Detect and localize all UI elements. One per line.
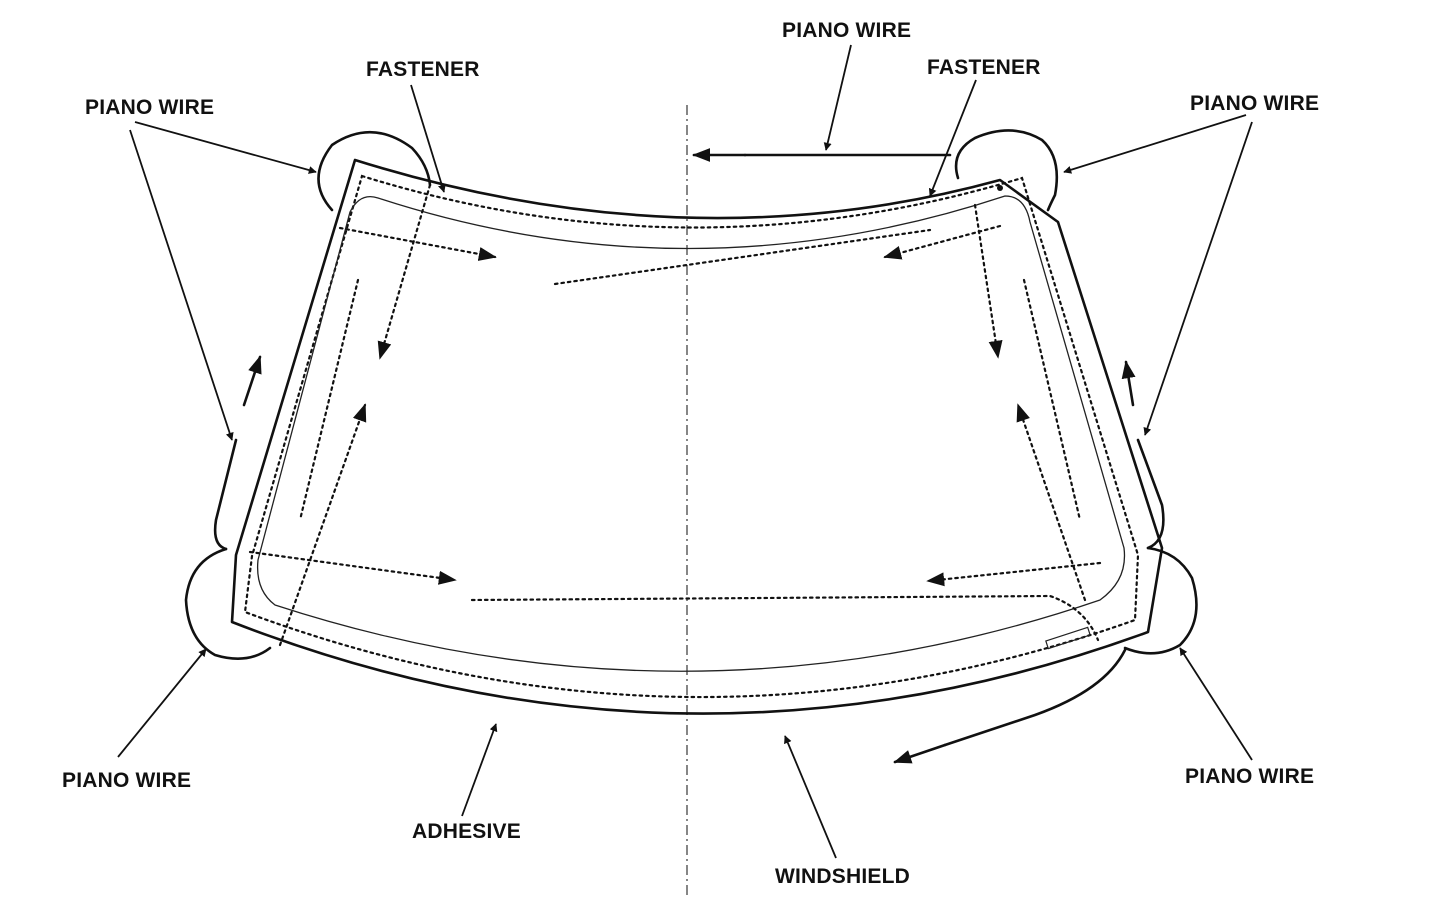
wire-path-lower-right [926, 561, 1102, 587]
windshield-inner-border [256, 195, 1126, 672]
label-piano-wire-upper-left: PIANO WIRE [85, 96, 214, 119]
piano-wire-right-arrow [1121, 360, 1136, 407]
wire-path-right-down [973, 203, 1003, 359]
leader-piano-wire-lower-left [117, 648, 207, 758]
wire-path-lower-left [248, 550, 457, 585]
leader-piano-wire-upper-left-b [129, 129, 234, 441]
leader-adhesive [461, 723, 498, 817]
label-adhesive: ADHESIVE [412, 820, 521, 843]
leader-windshield [784, 735, 837, 859]
wire-path-right-inner [1022, 278, 1082, 522]
leader-fastener-left [410, 84, 446, 193]
piano-wire-left-arrow [242, 355, 262, 407]
wire-path-lower-center [470, 594, 1100, 642]
wire-path-right-up [1016, 403, 1087, 602]
adhesive-bead [243, 174, 1140, 699]
wire-path-left-inner [298, 278, 360, 522]
piano-wire-loop-upper-right [954, 129, 1059, 212]
leader-piano-wire-lower-right [1179, 647, 1253, 761]
piano-wire-left-run [213, 438, 238, 551]
label-piano-wire-top: PIANO WIRE [782, 19, 911, 42]
leader-piano-wire-upper-right-a [1063, 114, 1247, 174]
label-fastener-right: FASTENER [927, 56, 1041, 79]
wire-path-left-up [278, 403, 367, 647]
wire-path-upper-left [338, 226, 497, 261]
wire-path-left-down [377, 183, 432, 360]
wire-path-upper-right [883, 224, 1002, 260]
wire-path-upper-center [553, 228, 932, 286]
piano-wire-loop-upper-left [317, 130, 432, 212]
label-piano-wire-upper-right: PIANO WIRE [1190, 92, 1319, 115]
piano-wire-right-run [1136, 438, 1165, 550]
windshield-outline [230, 158, 1164, 715]
fastener-dot [997, 185, 1003, 191]
label-fastener-left: FASTENER [366, 58, 480, 81]
piano-wire-bottom-arrow [893, 743, 947, 764]
piano-wire-loop-lower-right [1123, 546, 1198, 655]
vin-sticker [1045, 626, 1091, 650]
piano-wire-loop-lower-left [184, 547, 272, 661]
piano-wire-bottom-run [943, 648, 1127, 747]
leader-piano-wire-upper-left-a [134, 121, 317, 174]
leader-fastener-right [928, 79, 977, 197]
leader-piano-wire-top [823, 44, 852, 151]
label-piano-wire-lower-left: PIANO WIRE [62, 769, 191, 792]
label-piano-wire-lower-right: PIANO WIRE [1185, 765, 1314, 788]
label-windshield: WINDSHIELD [775, 865, 910, 888]
leader-piano-wire-upper-right-b [1143, 121, 1253, 436]
